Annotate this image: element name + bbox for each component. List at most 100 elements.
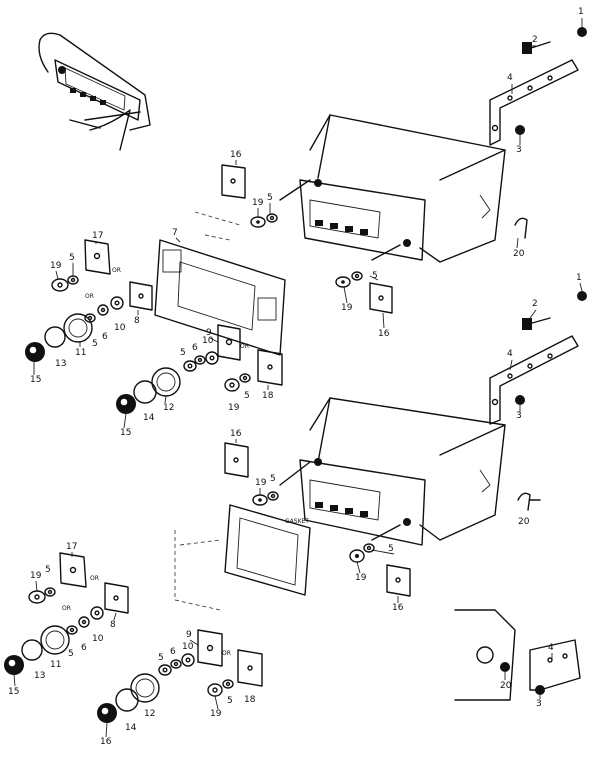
callout-5: 5 — [388, 544, 394, 554]
bracket-upper — [489, 27, 587, 239]
callout-6: 6 — [192, 343, 198, 353]
or-mark: OR — [85, 293, 94, 300]
callout-12: 12 — [163, 403, 174, 413]
callout-10: 10 — [114, 323, 126, 333]
plate-8-upper — [129, 281, 153, 311]
callout-5: 5 — [372, 271, 378, 281]
plate-9-upper — [217, 324, 241, 361]
callout-11: 11 — [75, 348, 86, 358]
dashboard-inset — [38, 32, 151, 151]
or-mark: OR — [62, 605, 71, 612]
callout-15: 15 — [30, 375, 41, 385]
callout-8: 8 — [134, 316, 140, 326]
lower-radio-unit — [279, 397, 506, 546]
or-mark: OR — [240, 343, 249, 350]
callout-5: 5 — [45, 565, 51, 575]
callout-19: 19 — [355, 573, 367, 583]
callout-10: 10 — [202, 336, 214, 346]
callout-16: 16 — [230, 429, 242, 439]
callout-10: 10 — [92, 634, 104, 644]
knob-assembly-right-lower — [97, 673, 160, 723]
callout-10: 10 — [182, 642, 194, 652]
plate-16-lower — [224, 442, 249, 478]
callout-labels: 1 2 4 3 16 19 5 20 7 17 19 5 8 11 5 6 10… — [8, 7, 584, 747]
callout-19: 19 — [341, 303, 353, 313]
callout-20: 20 — [513, 249, 525, 259]
callout-15: 15 — [8, 687, 19, 697]
callout-5: 5 — [69, 253, 75, 263]
or-mark: OR — [112, 267, 121, 274]
callout-19: 19 — [255, 478, 267, 488]
plate-16-right-upper — [369, 282, 393, 314]
callout-2: 2 — [532, 35, 538, 45]
leader-lines — [13, 18, 583, 738]
callout-18: 18 — [244, 695, 256, 705]
callout-3: 3 — [516, 145, 522, 155]
callout-3: 3 — [516, 411, 522, 421]
plate-8-lower — [104, 582, 129, 614]
gasket-label: GASKET — [285, 518, 309, 525]
callout-12: 12 — [144, 709, 155, 719]
or-marks: OR OR OR OR OR OR — [62, 267, 249, 657]
callout-16: 16 — [378, 329, 390, 339]
or-mark: OR — [90, 575, 99, 582]
callout-7: 7 — [172, 228, 178, 238]
knob-assembly-left-lower — [4, 625, 70, 675]
bracket-middle — [489, 291, 587, 511]
callout-16: 16 — [100, 737, 112, 747]
callout-19: 19 — [228, 403, 240, 413]
callout-9: 9 — [206, 328, 212, 338]
callout-13: 13 — [55, 359, 66, 369]
plate-17-lower — [59, 552, 87, 588]
plate-16-right-lower — [386, 564, 411, 597]
callout-9: 9 — [186, 630, 192, 640]
callout-5: 5 — [158, 653, 164, 663]
callout-5: 5 — [180, 348, 186, 358]
faceplate-upper — [154, 211, 286, 356]
callout-14: 14 — [125, 723, 137, 733]
callout-17: 17 — [66, 542, 77, 552]
callout-5: 5 — [92, 339, 98, 349]
callout-6: 6 — [81, 643, 87, 653]
callout-5: 5 — [68, 649, 74, 659]
callout-4: 4 — [507, 349, 513, 359]
callout-5: 5 — [244, 391, 250, 401]
upper-radio-unit — [279, 114, 506, 263]
plate-9-lower — [197, 629, 223, 667]
mounting-inset — [454, 609, 581, 701]
callout-13: 13 — [34, 671, 45, 681]
callout-20: 20 — [500, 681, 512, 691]
callout-4: 4 — [507, 73, 513, 83]
plate-17-upper — [84, 239, 111, 275]
callout-19: 19 — [30, 571, 42, 581]
callout-16: 16 — [392, 603, 404, 613]
or-mark: OR — [222, 650, 231, 657]
callout-6: 6 — [170, 647, 176, 657]
callout-1: 1 — [578, 7, 584, 17]
plate-16-upper — [221, 164, 246, 199]
gasket-frame — [174, 504, 311, 611]
callout-4: 4 — [548, 643, 554, 653]
callout-19: 19 — [252, 198, 264, 208]
callout-3: 3 — [536, 699, 542, 709]
callout-16: 16 — [230, 150, 242, 160]
callout-19: 19 — [50, 261, 62, 271]
callout-1: 1 — [576, 273, 582, 283]
callout-19: 19 — [210, 709, 222, 719]
plate-18-lower — [237, 649, 263, 687]
plate-18-upper — [257, 349, 283, 386]
callout-18: 18 — [262, 391, 274, 401]
callout-14: 14 — [143, 413, 155, 423]
callout-17: 17 — [92, 231, 103, 241]
callout-5: 5 — [270, 474, 276, 484]
callout-20: 20 — [518, 517, 530, 527]
callout-11: 11 — [50, 660, 61, 670]
washers-upper — [51, 213, 363, 392]
callout-15: 15 — [120, 428, 131, 438]
washers-lower — [28, 491, 375, 697]
callout-5: 5 — [267, 193, 273, 203]
knob-assembly-left-upper — [25, 313, 93, 362]
callout-6: 6 — [102, 332, 108, 342]
callout-8: 8 — [110, 620, 116, 630]
